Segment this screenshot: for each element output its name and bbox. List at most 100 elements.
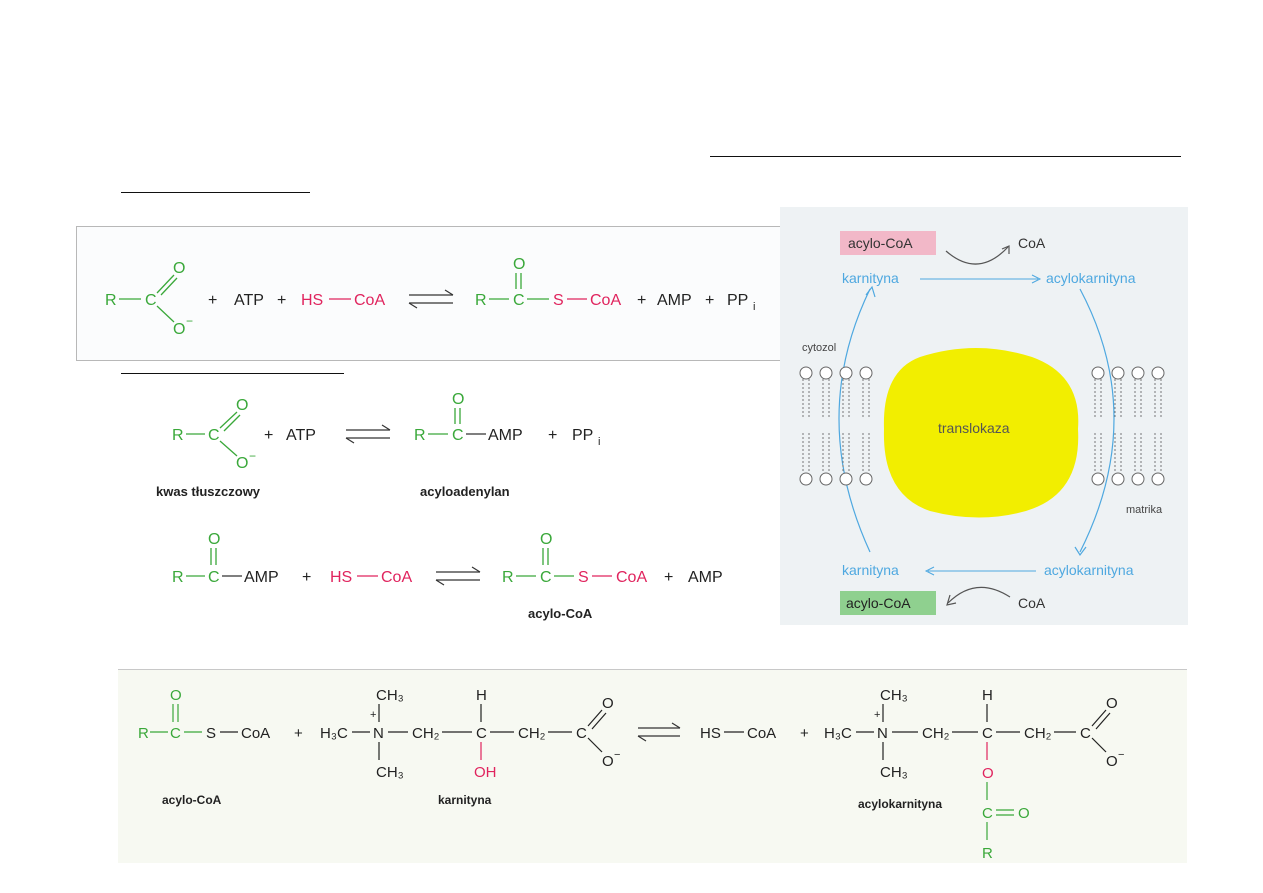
label-fatty-acid: kwas tłuszczowy <box>156 484 261 499</box>
carbon: C <box>145 292 157 309</box>
s2-r: R <box>172 569 184 586</box>
label-acylcoa: acylo-CoA <box>528 606 593 621</box>
rc-carboxyl-charge: − <box>614 749 620 761</box>
rc-s: S <box>206 725 216 742</box>
s2-o-top: O <box>208 531 220 548</box>
label-acyladenylate: acyloadenylan <box>420 484 510 499</box>
rc-c-carboxyl: C <box>576 725 587 742</box>
coa-text: CoA <box>354 292 385 309</box>
prod-r: R <box>475 292 487 309</box>
s1-plus-2: + <box>548 427 557 444</box>
overall-reaction-svg: R C O O − + ATP + HS CoA R C O <box>105 256 755 338</box>
carnitine-reaction-panel: O R C S CoA acylo-CoA + H₃C N + CH₃ CH₃ … <box>118 669 1187 863</box>
rc-p-o-acyl: O <box>1018 805 1030 822</box>
rc-p-n-charge: + <box>874 709 880 721</box>
s1-plus-1: + <box>264 427 273 444</box>
carnitine-bottom-label: karnityna <box>842 562 899 578</box>
rc-oh: OH <box>474 764 497 781</box>
rc-coa: CoA <box>241 725 270 742</box>
rc-ch3-top: CH₃ <box>376 687 404 704</box>
rc-p-c-carboxyl: C <box>1080 725 1091 742</box>
heading-rule-left <box>121 192 310 193</box>
s2-prod-amp: AMP <box>688 569 723 586</box>
prod-c: C <box>513 292 525 309</box>
s2-prod-s: S <box>578 569 589 586</box>
s2-hs: HS <box>330 569 352 586</box>
two-step-reaction-svg: R C O O − + ATP R C O AMP + <box>156 391 723 621</box>
rc-o-top: O <box>170 687 182 704</box>
rc-hs-coa: CoA <box>747 725 776 742</box>
s2-plus-2: + <box>664 569 673 586</box>
ppi-text: PP <box>727 292 748 309</box>
s2-prod-o: O <box>540 531 552 548</box>
rc-p-c-acyl: C <box>982 805 993 822</box>
overall-reaction-panel: R C O O − + ATP + HS CoA R C O <box>76 226 790 361</box>
s2-prod-r: R <box>502 569 514 586</box>
rc-p-ch2-1: CH₂ <box>922 725 950 742</box>
rc-p-ch2-2: CH₂ <box>1024 725 1052 742</box>
coa-bottom-label: CoA <box>1018 595 1046 611</box>
rc-p-o-top: O <box>1106 695 1118 712</box>
rc-p-charge: − <box>1118 749 1124 761</box>
section-rule-2 <box>121 373 344 374</box>
rc-o-carboxyl-bottom: O <box>602 753 614 770</box>
rc-ch3-bottom: CH₃ <box>376 764 404 781</box>
equilibrium-arrow <box>408 289 454 309</box>
hs-text: HS <box>301 292 323 309</box>
heading-rule-right <box>710 156 1181 157</box>
two-step-reaction-panel: R C O O − + ATP R C O AMP + <box>150 382 742 632</box>
acylcoa-bottom-label: acylo-CoA <box>846 595 911 611</box>
acylcarnitine-bottom-label: acylokarnityna <box>1044 562 1134 578</box>
s1-o-minus: O <box>236 455 248 472</box>
rc-o-carboxyl-top: O <box>602 695 614 712</box>
s1-c: C <box>208 427 220 444</box>
acylcoa-bottom-box <box>840 591 936 615</box>
s1-prod-r: R <box>414 427 426 444</box>
rc-hs: HS <box>700 725 721 742</box>
rc-p-o-ester: O <box>982 765 994 782</box>
s2-coa: CoA <box>381 569 412 586</box>
s1-prod-o: O <box>452 391 464 408</box>
plus-4: + <box>705 292 714 309</box>
rc-label-acylcarnitine: acylokarnityna <box>858 797 942 811</box>
s1-charge: − <box>249 449 256 463</box>
ppi-subscript: i <box>753 301 755 313</box>
rc-ch2-2: CH₂ <box>518 725 546 742</box>
acylcarnitine-top-label: acylokarnityna <box>1046 270 1136 286</box>
prod-s: S <box>553 292 564 309</box>
rc-h: H <box>476 687 487 704</box>
matrix-label: matrika <box>1126 504 1163 516</box>
plus-1: + <box>208 292 217 309</box>
rc-label-acylcoa: acylo-CoA <box>162 793 222 807</box>
rc-p-h3c: H₃C <box>824 725 852 742</box>
s1-atp: ATP <box>286 427 316 444</box>
rc-c-center: C <box>476 725 487 742</box>
translocase-diagram-panel: acylo-CoA CoA karnityna acylokarnityna c… <box>780 207 1188 625</box>
rc-plus-2: + <box>800 725 809 742</box>
oxygen-top: O <box>173 260 185 277</box>
oxygen-minus: O <box>173 321 185 338</box>
carnitine-reaction-svg: O R C S CoA acylo-CoA + H₃C N + CH₃ CH₃ … <box>138 687 1124 862</box>
acylcoa-top-label: acylo-CoA <box>848 235 913 251</box>
s2-amp: AMP <box>244 569 279 586</box>
rc-plus-1: + <box>294 725 303 742</box>
s1-r: R <box>172 427 184 444</box>
acylcoa-top-box <box>840 231 936 255</box>
rc-label-carnitine: karnityna <box>438 793 492 807</box>
right-membrane <box>1091 366 1165 486</box>
rc-equilibrium-arrow <box>637 722 681 742</box>
rc-h3c: H₃C <box>320 725 348 742</box>
translocase-protein <box>883 348 1079 518</box>
translocase-diagram-svg: acylo-CoA CoA karnityna acylokarnityna c… <box>799 231 1165 615</box>
rc-p-ch3-bottom: CH₃ <box>880 764 908 781</box>
rc-n: N <box>373 725 384 742</box>
s2-equilibrium-arrow <box>435 566 481 586</box>
rc-p-h: H <box>982 687 993 704</box>
translocase-label: translokaza <box>938 420 1010 436</box>
s1-o-top: O <box>236 397 248 414</box>
rc-ch2-1: CH₂ <box>412 725 440 742</box>
rc-c: C <box>170 725 181 742</box>
prod-o: O <box>513 256 525 273</box>
rc-p-o-bottom: O <box>1106 753 1118 770</box>
carnitine-top-label: karnityna <box>842 270 899 286</box>
